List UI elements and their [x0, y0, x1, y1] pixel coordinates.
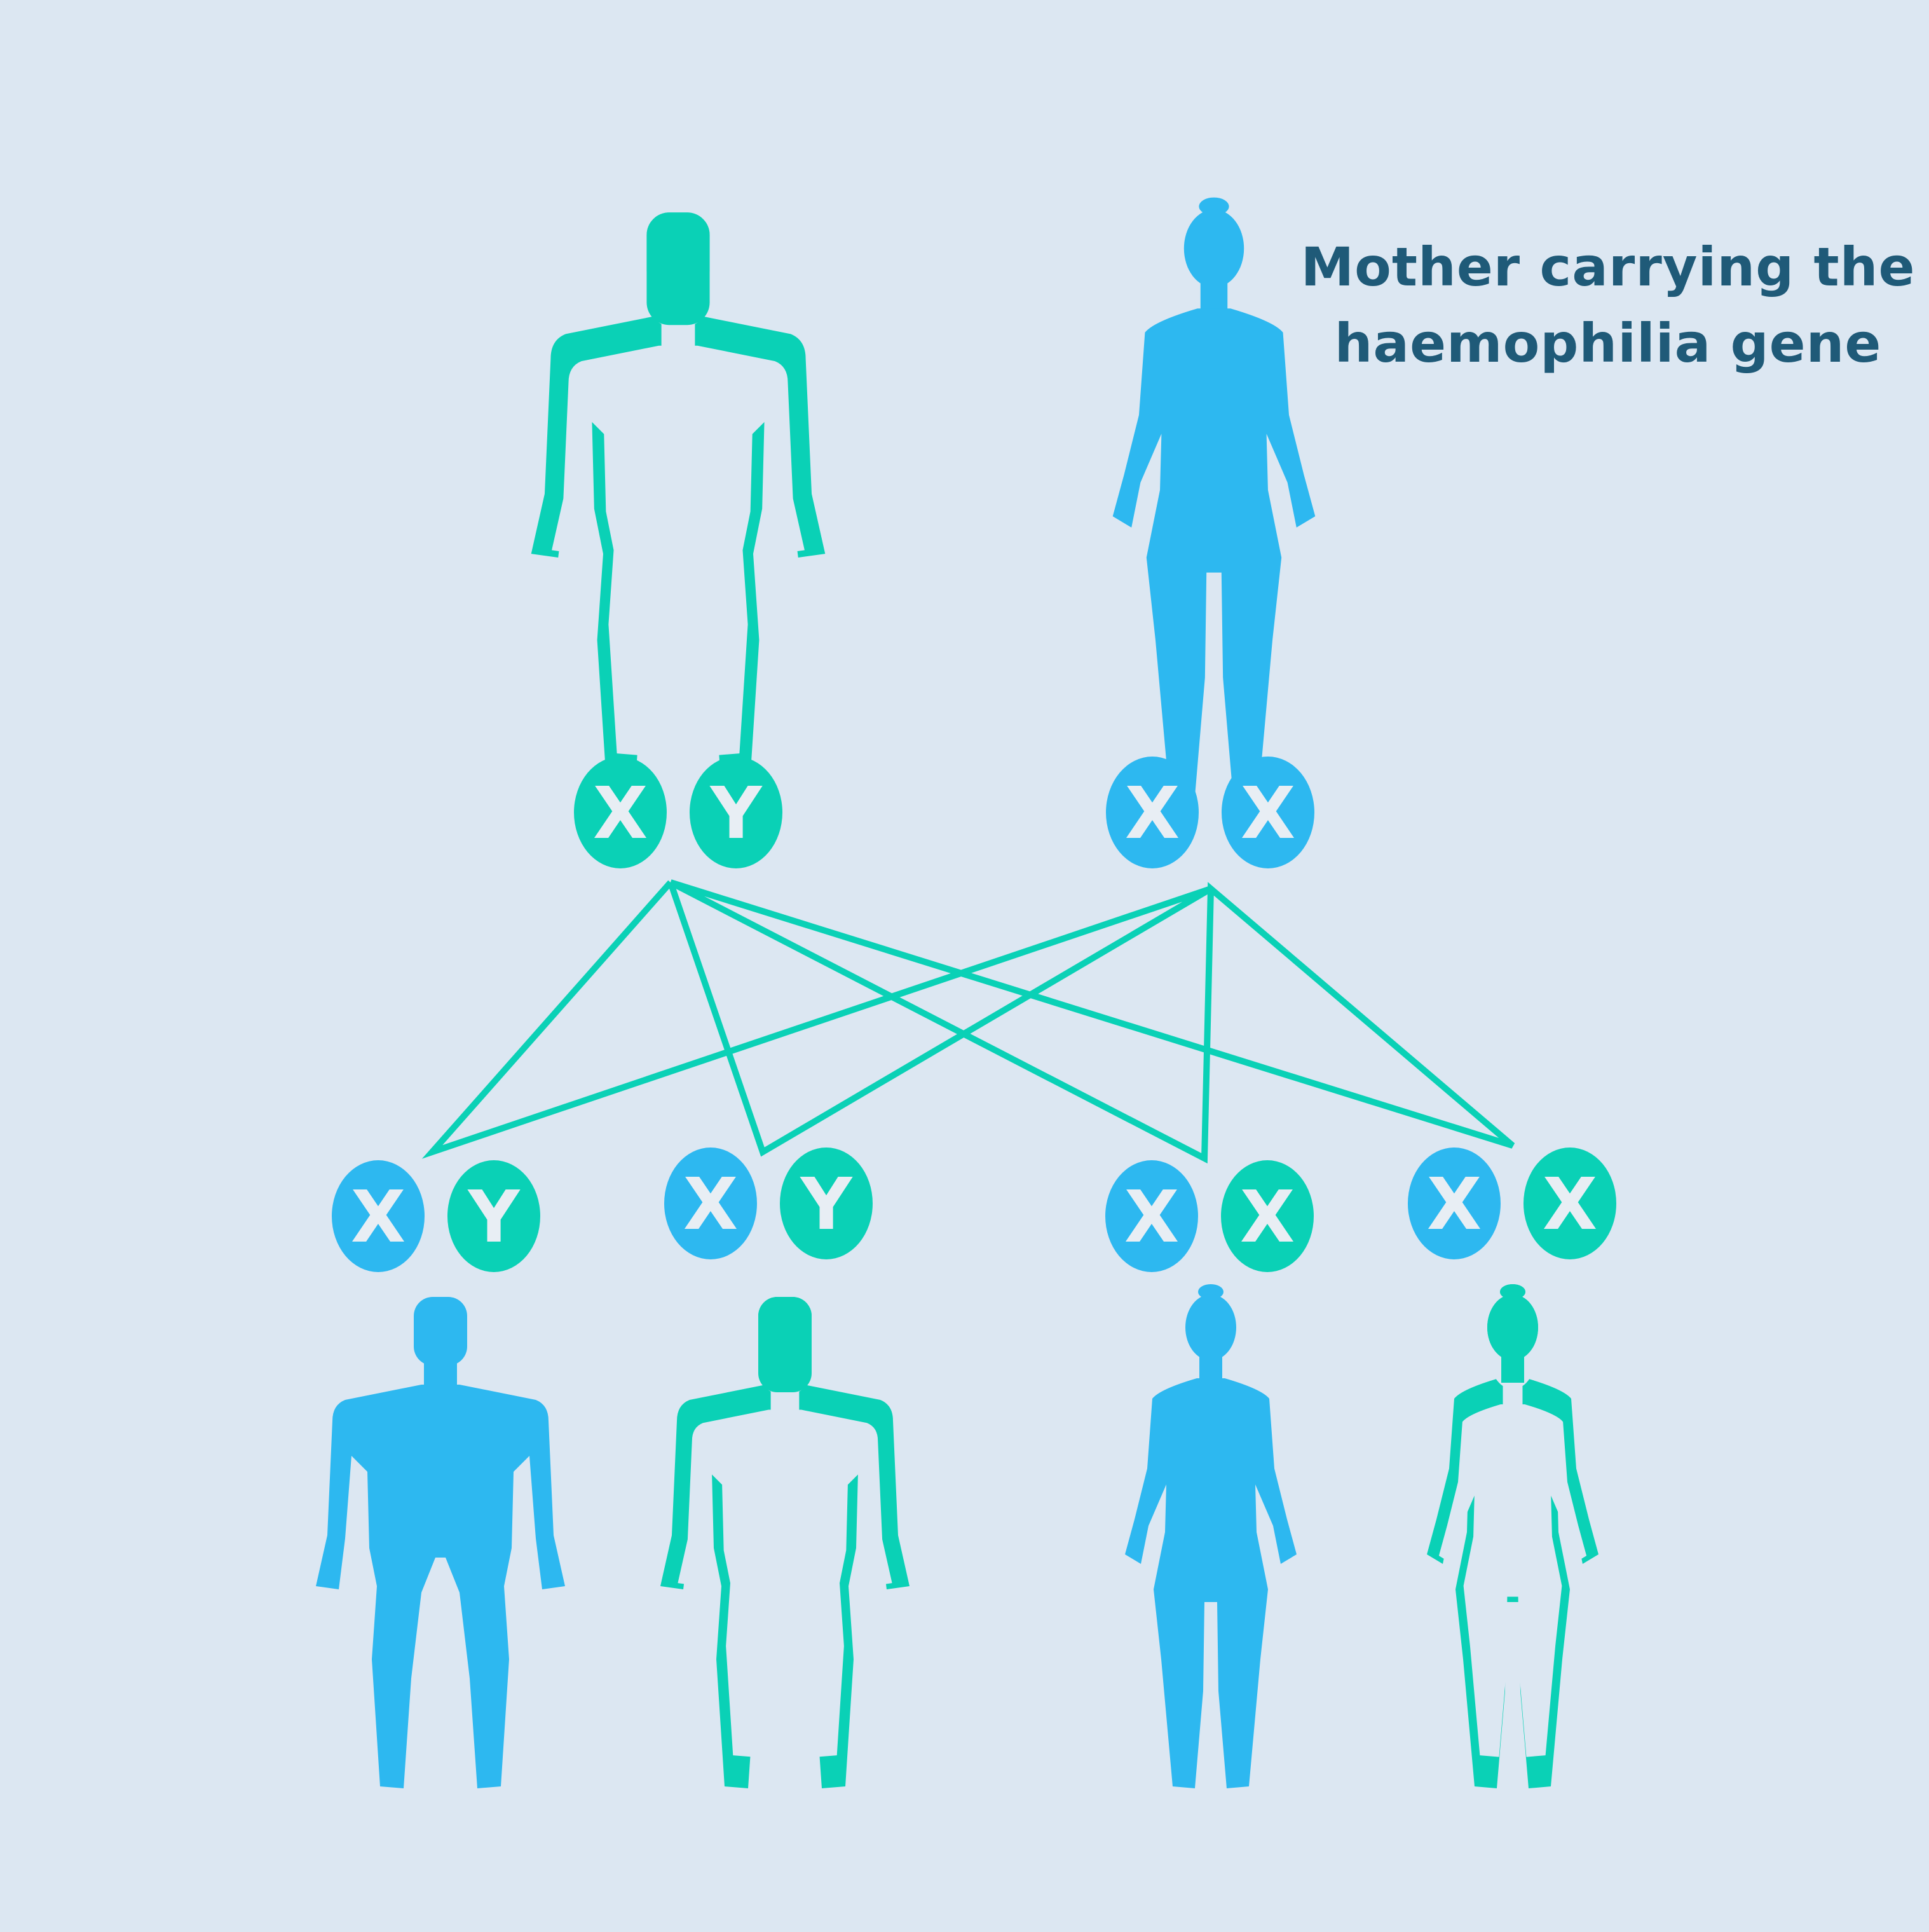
chromosome-letter: X — [683, 1163, 738, 1246]
chromosome-disc — [1408, 1148, 1501, 1259]
chromosome-x: X — [1408, 1148, 1501, 1259]
chromosome-letter: X — [1240, 1176, 1295, 1259]
mother-figure — [1112, 197, 1316, 793]
chromosome-disc — [664, 1148, 757, 1259]
chromosome-disc — [1222, 757, 1314, 868]
inheritance-lines — [421, 879, 1515, 1164]
chromosome-x: X — [1106, 757, 1199, 868]
chromosome-letter: Y — [799, 1163, 853, 1246]
child-3-figure — [1125, 1284, 1297, 1788]
caption-line-1: Mother carrying the — [1300, 236, 1916, 298]
inheritance-path — [669, 879, 1515, 1164]
chromosome-x: X — [664, 1148, 757, 1259]
chromosome-disc — [1106, 757, 1199, 868]
mother-carrier-caption: Mother carrying the haemophilia gene — [1290, 229, 1926, 381]
chromosome-letter: X — [1543, 1163, 1597, 1246]
chromosome-letter: X — [1241, 772, 1295, 855]
chromosome-letter: X — [1427, 1163, 1482, 1246]
chromosome-x: X — [1523, 1148, 1616, 1259]
chromosome-disc — [447, 1160, 540, 1272]
chromosome-y: Y — [447, 1160, 540, 1272]
chromosome-disc — [1523, 1148, 1616, 1259]
child-1-figure — [316, 1297, 565, 1788]
chromosome-letter: X — [351, 1176, 406, 1259]
child-4-figure — [1427, 1284, 1598, 1788]
chromosome-y: Y — [690, 757, 782, 868]
chromosome-x: X — [1222, 757, 1314, 868]
chromosome-y: Y — [780, 1148, 873, 1259]
chromosome-letter: X — [593, 772, 648, 855]
chromosome-disc — [690, 757, 782, 868]
chromosome-disc — [1221, 1160, 1314, 1272]
chromosome-x: X — [332, 1160, 425, 1272]
chromosome-letter: X — [1125, 772, 1180, 855]
child-2-figure — [660, 1297, 910, 1788]
father-figure — [531, 212, 826, 793]
chromosome-letter: X — [1124, 1176, 1179, 1259]
chromosome-x: X — [1105, 1160, 1198, 1272]
chromosome-disc — [574, 757, 667, 868]
chromosome-disc — [1105, 1160, 1198, 1272]
chromosome-letter: Y — [709, 772, 763, 855]
chromosome-disc — [332, 1160, 425, 1272]
chromosome-x: X — [1221, 1160, 1314, 1272]
chromosome-disc — [780, 1148, 873, 1259]
chromosome-x: X — [574, 757, 667, 868]
chromosome-letter: Y — [467, 1176, 521, 1259]
caption-line-2: haemophilia gene — [1334, 312, 1882, 374]
